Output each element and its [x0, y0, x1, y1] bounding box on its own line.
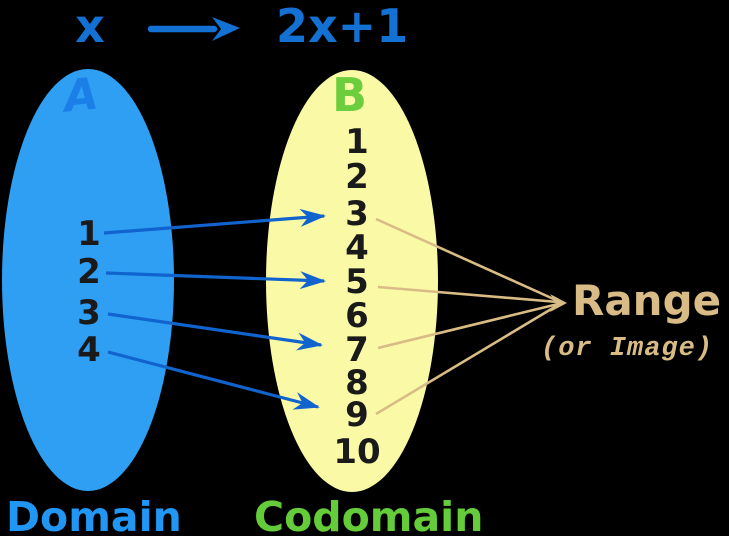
set-b-element-6: 6: [345, 296, 369, 336]
set-b-element-9: 9: [345, 395, 369, 435]
set-b-element-4: 4: [345, 228, 369, 268]
rule-output: 2x+1: [276, 0, 409, 53]
set-a-label: A: [61, 68, 101, 123]
domain-caption: Domain: [6, 493, 182, 536]
set-b-element-7: 7: [345, 330, 369, 370]
set-a-element-1: 1: [77, 214, 101, 254]
set-a-oval: [2, 69, 174, 491]
set-a-element-2: 2: [77, 252, 101, 292]
set-b-element-8: 8: [345, 363, 369, 403]
set-b-element-5: 5: [345, 262, 369, 302]
map-arrow-3-to-7: [107, 312, 323, 351]
maps-to-arrowhead-icon: [212, 17, 240, 41]
rule-input: x: [75, 0, 105, 53]
codomain-caption: Codomain: [254, 493, 484, 536]
range-subcaption: (or Image): [541, 334, 714, 364]
set-b-element-3: 3: [345, 194, 369, 234]
map-arrow-4-to-9: [107, 350, 320, 410]
range-line-3: [375, 217, 559, 303]
set-a-element-3: 3: [77, 293, 101, 333]
set-b-oval: [266, 70, 438, 492]
map-arrow-2-to-5: [105, 271, 326, 290]
map-arrow-1-to-3: [103, 208, 326, 235]
range-line-5: [377, 285, 559, 304]
range-line-7: [377, 302, 559, 350]
range-line-9: [375, 303, 559, 416]
set-b-element-10: 10: [333, 432, 381, 472]
set-b-element-1: 1: [345, 122, 369, 162]
range-caption: Range: [572, 276, 722, 325]
set-b-label: B: [332, 68, 368, 122]
set-a-element-4: 4: [77, 330, 101, 370]
range-arrowhead-icon: [550, 294, 567, 312]
set-b-element-2: 2: [345, 157, 369, 197]
